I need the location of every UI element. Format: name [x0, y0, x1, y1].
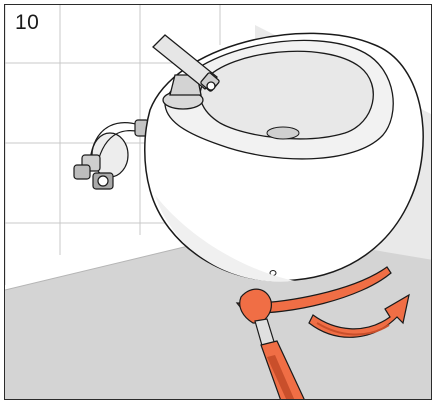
step-frame: 10: [4, 4, 432, 400]
step-number: 10: [15, 11, 39, 35]
washbasin-installation-illustration: [5, 5, 432, 400]
